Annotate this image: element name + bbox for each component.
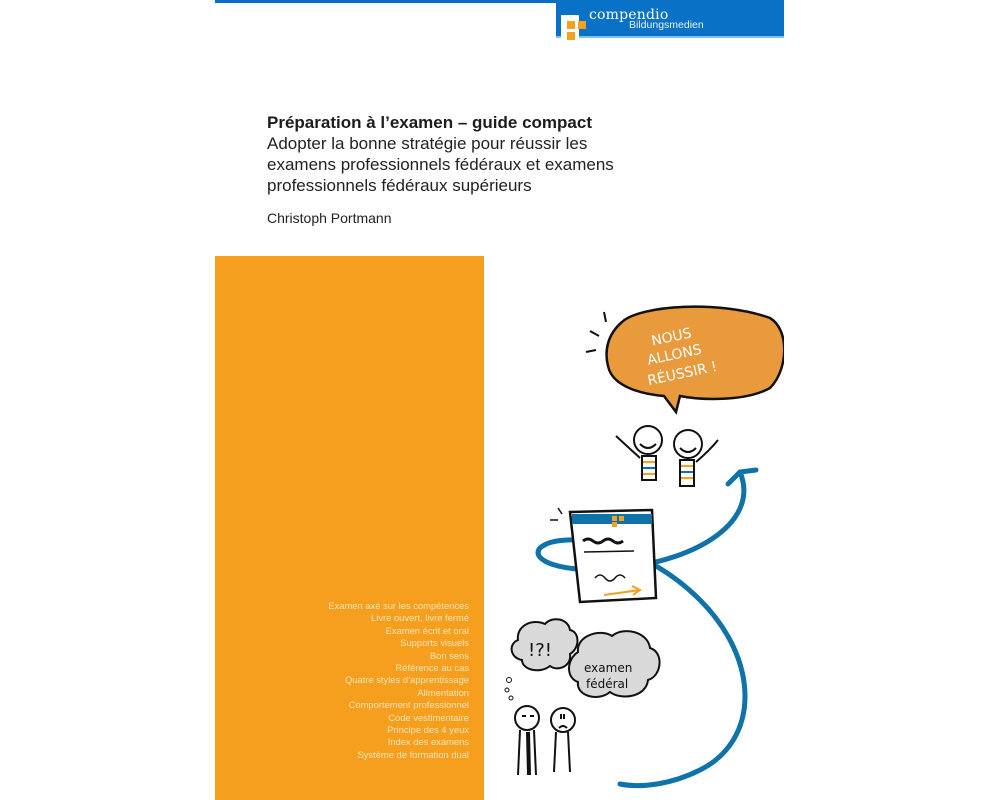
keyword-item: Code vestimentaire xyxy=(388,711,469,723)
keyword-item: Comportement professionnel xyxy=(348,699,469,711)
exam-document-icon xyxy=(550,507,658,604)
top-rule xyxy=(215,0,560,3)
keyword-item: Principe des 4 yeux xyxy=(387,724,469,736)
publisher-subtitle: Bildungsmedien xyxy=(629,19,704,31)
keyword-item: Supports visuels xyxy=(400,637,469,649)
svg-text:examen: examen xyxy=(584,661,632,675)
keyword-item: Examen axé sur les compétences xyxy=(328,600,469,611)
book-title: Préparation à l’examen – guide compact xyxy=(267,113,593,132)
keyword-item: Index des examens xyxy=(387,736,469,748)
thought-cloud-icon: !?! examen fédéral xyxy=(504,618,661,701)
cover-illustration: NOUS ALLONS RÉUSSIR ! xyxy=(504,305,784,789)
happy-people-icon xyxy=(615,425,719,487)
keyword-item: Référence au cas xyxy=(395,662,469,674)
publisher-banner xyxy=(556,0,784,38)
keyword-item: Examen écrit et oral xyxy=(385,624,469,636)
speech-bubble-icon: NOUS ALLONS RÉUSSIR ! xyxy=(585,305,784,415)
book-author: Christoph Portmann xyxy=(267,210,392,226)
title-block: Préparation à l’examen – guide compact A… xyxy=(267,112,667,226)
book-subtitle-line-2: examens professionnels fédéraux et exame… xyxy=(267,155,614,174)
keyword-item: Quatre styles d’apprentissage xyxy=(344,674,469,686)
keyword-item: Système de formation dual xyxy=(357,748,469,760)
book-subtitle-line-3: professionnels fédéraux supérieurs xyxy=(267,176,532,195)
orange-panel: Examen axé sur les compétences Livre ouv… xyxy=(215,256,484,800)
keyword-item: Livre ouvert, livre fermé xyxy=(371,612,469,624)
svg-text:!?!: !?! xyxy=(528,640,552,661)
book-subtitle-line-1: Adopter la bonne stratégie pour réussir … xyxy=(267,134,588,153)
svg-text:fédéral: fédéral xyxy=(586,677,628,691)
publisher-name: compendio xyxy=(589,7,669,23)
keyword-list: Examen axé sur les compétences Livre ouv… xyxy=(328,600,469,761)
keyword-item: Alimentation xyxy=(417,686,469,698)
keyword-item: Bon sens xyxy=(429,649,469,661)
worried-people-icon xyxy=(514,705,576,776)
